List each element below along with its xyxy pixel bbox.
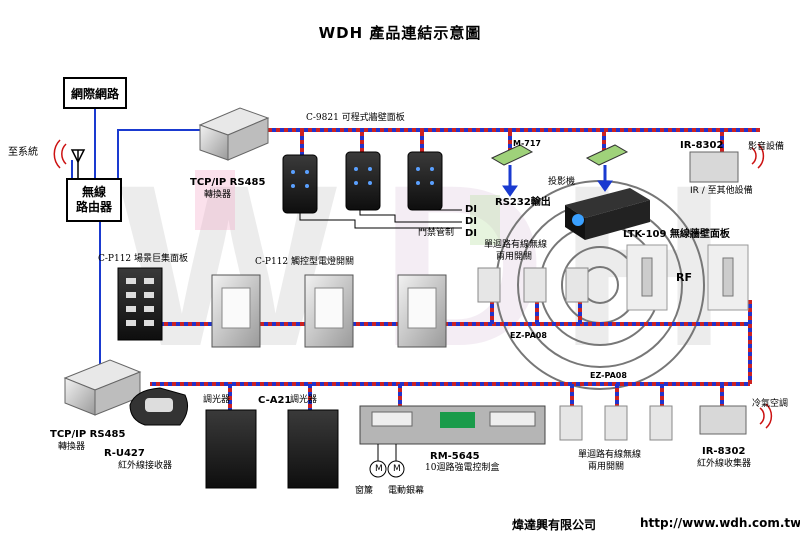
- ir8302-top-device: [689, 151, 739, 183]
- single-wireless-bottom-line1: 單迴路有線無線: [578, 450, 642, 460]
- ir8302-bottom-device: [699, 405, 747, 435]
- rs485-bus-top: [262, 128, 760, 132]
- rf-label: RF: [676, 271, 692, 284]
- system-label: 至系統: [8, 147, 38, 158]
- single-wireless-bottom-line2: 兩用開關: [588, 462, 625, 472]
- c9821-label: C-9821 可程式牆壁面板: [306, 113, 405, 123]
- curtain-label: 窗簾: [355, 486, 374, 496]
- router-label-line1: 無線: [81, 185, 106, 199]
- rm5645-device: [359, 405, 546, 445]
- aircon-label: 冷氣空調: [752, 399, 789, 409]
- single-loop-switches-bottom: [559, 405, 673, 441]
- converter-top-sublabel: 轉換器: [204, 190, 232, 200]
- cp112-scene-panel: [117, 267, 163, 341]
- ezpa08-label-1: EZ-PA08: [510, 331, 547, 340]
- m717-label: M-717: [513, 139, 541, 148]
- ir8302-bottom-desc: 紅外線收集器: [697, 459, 752, 469]
- motor-m-label: M: [375, 464, 383, 474]
- dimmer-label-1: 調光器: [203, 395, 231, 405]
- ca21-label: C-A21: [258, 395, 292, 406]
- ru427-label: R-U427: [104, 448, 145, 459]
- router-label-line2: 路由器: [75, 200, 112, 214]
- company-url[interactable]: http://www.wdh.com.tw: [640, 516, 800, 530]
- ir-other-label: IR / 至其他設備: [690, 186, 753, 196]
- projector-label: 投影機: [548, 177, 576, 187]
- di-label-1: DI: [465, 204, 478, 215]
- c9821-panels: [282, 151, 443, 214]
- cp112-touch-label: C-P112 觸控型電燈開關: [255, 257, 355, 267]
- dimmer-label-2: 調光器: [290, 395, 318, 405]
- single-wireless-mid-line1: 單迴路有線無線: [484, 240, 548, 250]
- wireless-router-box: 無線 路由器: [66, 178, 122, 222]
- av-equipment-label: 影音設備: [748, 142, 785, 152]
- rs485-bus-lower: [150, 382, 750, 386]
- ir8302-top-label: IR-8302: [680, 140, 724, 151]
- screen-label: 電動銀幕: [388, 486, 425, 496]
- rm5645-desc: 10迴路強電控制盒: [425, 463, 500, 473]
- company-name: 煒達興有限公司: [512, 518, 597, 532]
- converter-top-label: TCP/IP RS485: [190, 177, 266, 188]
- ltk109-panels: [626, 244, 749, 311]
- rs485-bus-middle: [150, 322, 750, 326]
- internet-label: 網際網路: [70, 86, 119, 101]
- page-title: WDH 產品連結示意圖: [318, 24, 482, 42]
- ir8302-bottom-label: IR-8302: [702, 446, 746, 457]
- converter-device-top: [198, 107, 270, 161]
- di-label-2: DI: [465, 216, 478, 227]
- converter-bottom-label: TCP/IP RS485: [50, 429, 126, 440]
- cp112-scene-label: C-P112 場景巨集面板: [98, 254, 189, 264]
- cp112-touch-switches: [211, 274, 447, 348]
- di-label-3: DI: [465, 228, 478, 239]
- motor-m-label-2: M: [393, 464, 401, 474]
- dimmer-devices: [205, 409, 339, 489]
- ru427-device: [129, 387, 189, 426]
- door-control-label: 門禁管制: [418, 228, 455, 238]
- antenna-icon: [53, 139, 86, 182]
- ir-receiver-label: 紅外線接收器: [118, 461, 173, 471]
- converter-bottom-sublabel: 轉換器: [58, 442, 86, 452]
- projector-device: [565, 188, 650, 240]
- output-arrows: [502, 165, 613, 197]
- m717-modules: [490, 144, 629, 166]
- converter-device-bottom: [63, 359, 142, 416]
- internet-box: 網際網路: [63, 77, 127, 109]
- rs232-label: RS232輸出: [495, 197, 551, 208]
- single-wireless-mid-line2: 兩用開關: [496, 252, 533, 262]
- ltk109-label: LTK-109 無線牆壁面板: [623, 229, 730, 240]
- ezpa08-label-2: EZ-PA08: [590, 371, 627, 380]
- single-loop-switches-middle: [477, 267, 589, 303]
- rm5645-label: RM-5645: [430, 451, 480, 462]
